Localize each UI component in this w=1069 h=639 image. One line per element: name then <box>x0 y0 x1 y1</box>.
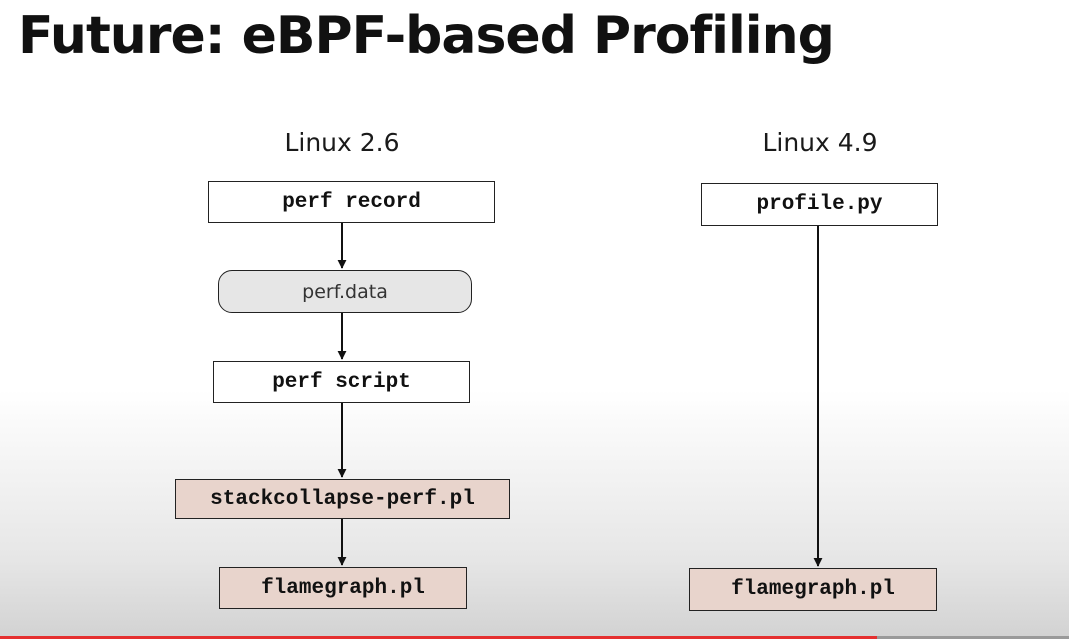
profile-py-box: profile.py <box>701 183 938 226</box>
left-column-label: Linux 2.6 <box>284 128 400 157</box>
right-flamegraph-box: flamegraph.pl <box>689 568 937 611</box>
slide-title: Future: eBPF-based Profiling <box>18 6 835 66</box>
right-column-label: Linux 4.9 <box>762 128 878 157</box>
perf-script-box: perf script <box>213 361 470 403</box>
video-progress-fill <box>0 636 877 639</box>
stackcollapse-box: stackcollapse-perf.pl <box>175 479 510 519</box>
perf-record-box: perf record <box>208 181 495 223</box>
video-progress-bar[interactable] <box>0 636 1069 639</box>
left-flamegraph-box: flamegraph.pl <box>219 567 467 609</box>
perf-data-box: perf.data <box>218 270 472 313</box>
